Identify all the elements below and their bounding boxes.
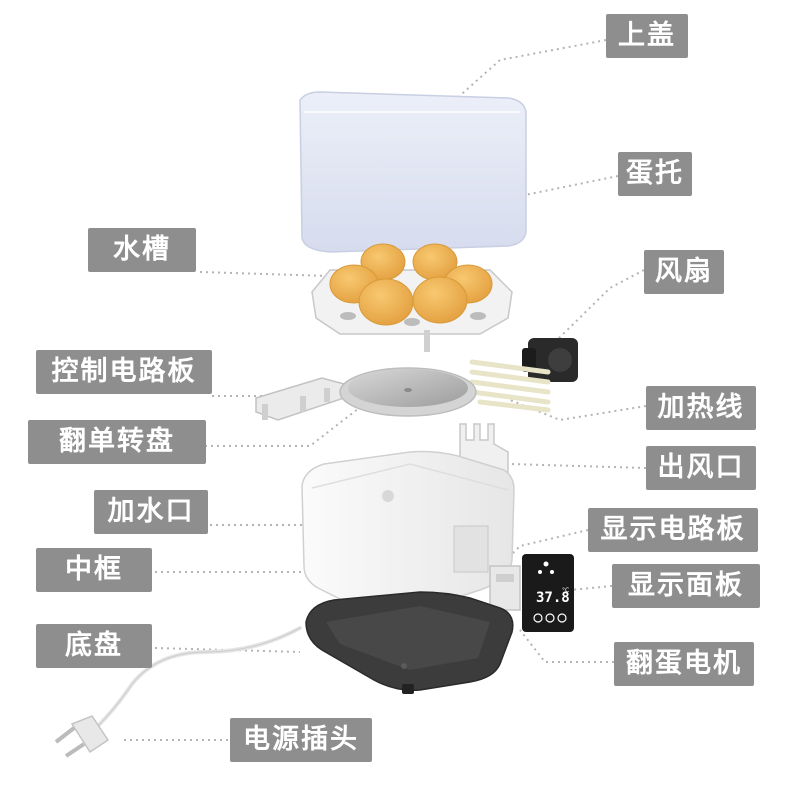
leader-fan (553, 270, 644, 344)
label-display-board: 显示电路板 (588, 508, 758, 552)
display-unit: °C (562, 587, 569, 594)
egg (359, 279, 413, 325)
control-board-part (256, 378, 344, 420)
label-fan: 风扇 (644, 250, 724, 294)
label-turning-motor: 翻蛋电机 (614, 642, 754, 686)
leader-display-panel (570, 586, 612, 590)
label-heating-wire: 加热线 (646, 386, 756, 430)
heating-wire-part (472, 362, 548, 410)
label-air-outlet: 出风口 (646, 446, 756, 490)
fan-part (522, 338, 578, 382)
label-water-tank: 水槽 (88, 228, 196, 272)
middle-frame-part (302, 452, 514, 617)
display-board-part (490, 566, 520, 610)
top-cover-part (300, 92, 526, 252)
label-top-cover: 上盖 (606, 14, 688, 58)
label-water-inlet: 加水口 (94, 490, 208, 534)
turn-plate-part (340, 368, 476, 416)
label-control-board: 控制电路板 (36, 350, 212, 394)
label-display-panel: 显示面板 (612, 564, 760, 608)
label-egg-tray: 蛋托 (618, 152, 692, 196)
leader-air-outlet (510, 464, 646, 468)
label-base-plate: 底盘 (36, 624, 152, 668)
egg (413, 277, 467, 323)
leader-water-tank (200, 272, 330, 276)
leader-turning-motor (520, 630, 614, 662)
label-power-plug: 电源插头 (230, 718, 372, 762)
label-turn-plate: 翻单转盘 (28, 420, 206, 464)
display-panel-part: 37.8 °C (522, 554, 574, 632)
base-plate-part (306, 592, 513, 694)
label-middle-frame: 中框 (36, 548, 152, 592)
